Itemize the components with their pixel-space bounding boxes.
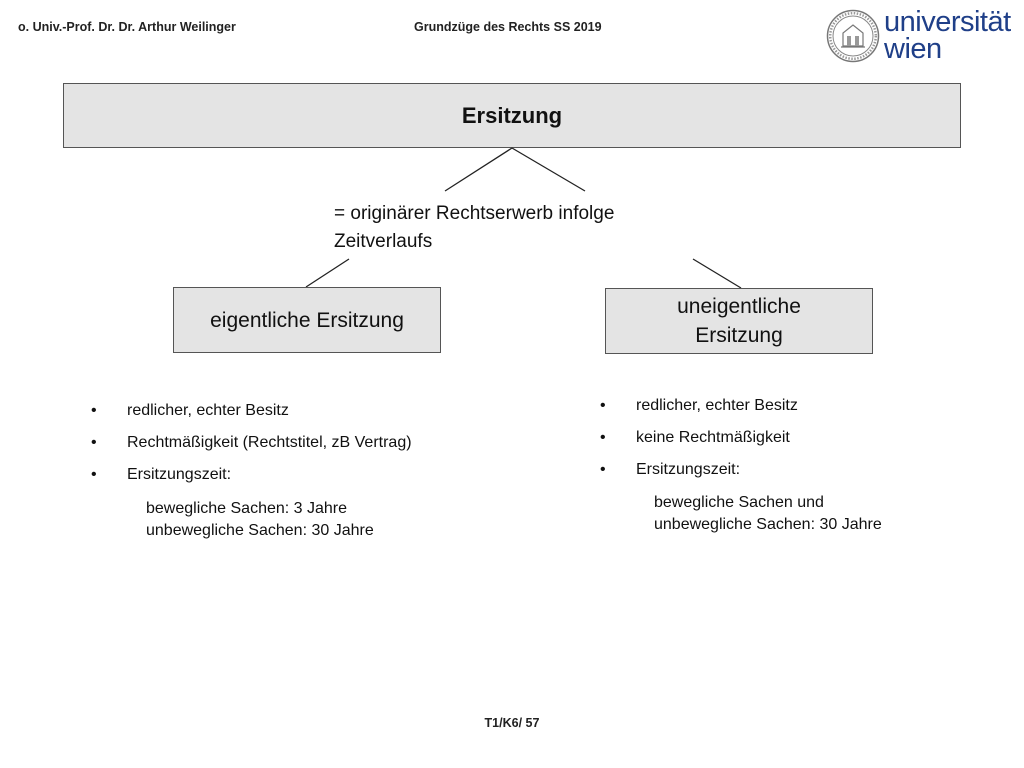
right-detail-line-1: bewegliche Sachen und <box>654 494 824 511</box>
logo-wordmark-universitat: universität <box>884 6 1011 38</box>
connector-title-right <box>511 147 586 192</box>
connector-definition-right <box>692 258 742 289</box>
definition-line-1: = originärer Rechtserwerb infolge <box>334 203 615 224</box>
box-uneigentliche-label-line-1: uneigentliche <box>677 295 801 318</box>
connector-title-left <box>444 147 513 192</box>
left-bullet-item: Rechtmäßigkeit (Rechtstitel, zB Vertrag) <box>91 434 511 452</box>
left-detail-line-2: unbewegliche Sachen: 30 Jahre <box>146 522 374 539</box>
diagram-title: Ersitzung <box>461 102 563 128</box>
right-bullet-item: redlicher, echter Besitz <box>600 397 1000 415</box>
connector-definition-left <box>305 258 350 288</box>
left-bullet-item: redlicher, echter Besitz <box>91 402 511 420</box>
right-bullet-item: Ersitzungszeit: <box>600 461 1000 479</box>
university-logo: universität wien <box>826 8 1014 66</box>
box-uneigentliche-ersitzung: uneigentliche Ersitzung <box>605 288 873 354</box>
box-eigentliche-ersitzung: eigentliche Ersitzung <box>173 287 441 353</box>
definition-text: = originärer Rechtserwerb infolge Zeitve… <box>334 200 714 256</box>
left-bullet-list: redlicher, echter Besitz Rechtmäßigkeit … <box>91 402 511 498</box>
left-bullet-item: Ersitzungszeit: <box>91 466 511 484</box>
header-course-title: Grundzüge des Rechts SS 2019 <box>414 20 602 34</box>
box-uneigentliche-label-line-2: Ersitzung <box>695 324 783 347</box>
right-bullet-item: keine Rechtmäßigkeit <box>600 429 1000 447</box>
left-detail-line-1: bewegliche Sachen: 3 Jahre <box>146 500 348 517</box>
box-eigentliche-ersitzung-label: eigentliche Ersitzung <box>210 308 404 332</box>
university-seal-icon <box>826 9 880 63</box>
diagram-title-box: Ersitzung <box>63 83 961 148</box>
definition-line-2: Zeitverlaufs <box>334 231 433 252</box>
footer-page-number: T1/K6/ 57 <box>484 716 540 730</box>
right-detail-line-2: unbewegliche Sachen: 30 Jahre <box>654 516 882 533</box>
header-author: o. Univ.-Prof. Dr. Dr. Arthur Weilinger <box>18 20 236 34</box>
left-ersitzungszeit-detail: bewegliche Sachen: 3 Jahre unbewegliche … <box>146 498 374 542</box>
right-bullet-list: redlicher, echter Besitz keine Rechtmäßi… <box>600 397 1000 493</box>
logo-wordmark-wien: wien <box>884 33 942 65</box>
right-ersitzungszeit-detail: bewegliche Sachen und unbewegliche Sache… <box>654 492 882 536</box>
